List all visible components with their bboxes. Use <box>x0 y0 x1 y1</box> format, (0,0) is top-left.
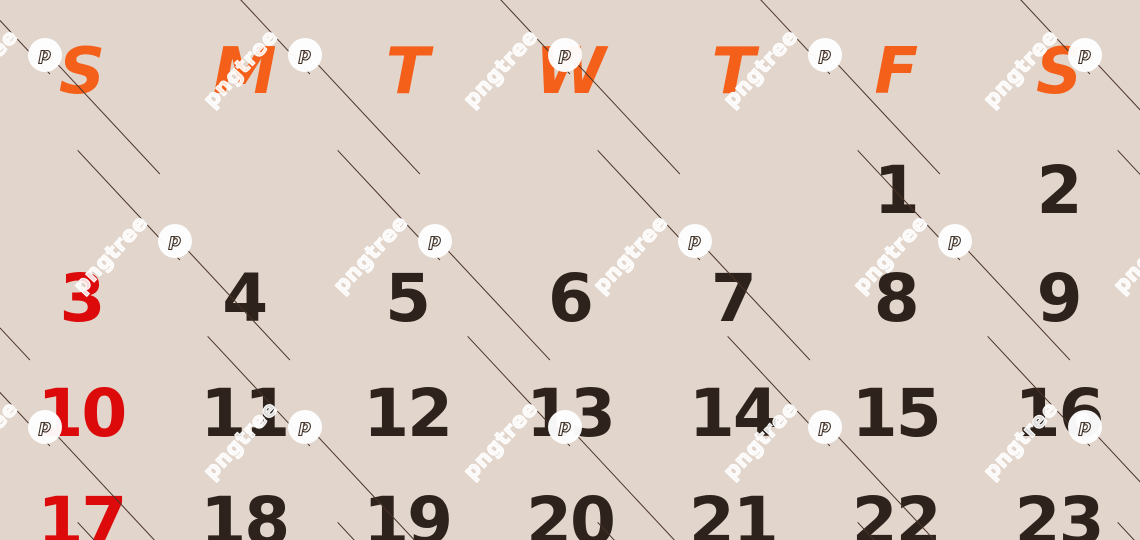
day-cell[interactable]: 17 <box>37 483 127 540</box>
day-cell[interactable]: 11 <box>200 375 290 452</box>
weekday-header-sunday: S <box>58 35 105 109</box>
calendar-week-row: 1 2 <box>0 148 1140 234</box>
day-cell[interactable]: 15 <box>851 375 942 452</box>
calendar-week-row: 17 18 19 20 21 22 23 <box>0 478 1140 540</box>
day-cell[interactable]: 6 <box>548 260 594 337</box>
calendar-week-row: 3 4 5 6 7 8 9 <box>0 254 1140 344</box>
weekday-header-monday: M <box>212 35 277 109</box>
day-cell[interactable]: 5 <box>385 260 431 337</box>
weekday-header-row: S M T W T F S <box>0 26 1140 118</box>
weekday-header-friday: F <box>874 35 918 109</box>
weekday-header-tuesday: T <box>385 35 430 109</box>
weekday-header-saturday: S <box>1036 35 1082 109</box>
day-cell[interactable]: 1 <box>873 152 920 229</box>
day-cell[interactable]: 19 <box>363 483 453 540</box>
day-cell[interactable]: 2 <box>1036 152 1083 229</box>
day-cell[interactable]: 13 <box>526 375 616 452</box>
calendar-week-row: 10 11 12 13 14 15 16 <box>0 370 1140 458</box>
weekday-header-thursday: T <box>711 35 756 109</box>
day-cell[interactable]: 8 <box>873 260 920 337</box>
day-cell[interactable]: 3 <box>59 260 105 337</box>
day-cell[interactable]: 10 <box>37 375 127 452</box>
day-cell[interactable]: 21 <box>688 483 779 540</box>
day-cell[interactable]: 16 <box>1014 375 1105 452</box>
day-cell[interactable]: 20 <box>526 483 616 540</box>
day-cell[interactable]: 7 <box>710 260 757 337</box>
day-cell[interactable]: 18 <box>200 483 290 540</box>
day-cell[interactable]: 14 <box>688 375 779 452</box>
day-cell[interactable]: 22 <box>851 483 942 540</box>
day-cell[interactable]: 9 <box>1036 260 1083 337</box>
day-cell[interactable]: 4 <box>222 260 268 337</box>
weekday-header-wednesday: W <box>535 35 606 109</box>
day-cell[interactable]: 23 <box>1014 483 1105 540</box>
day-cell[interactable]: 12 <box>363 375 453 452</box>
